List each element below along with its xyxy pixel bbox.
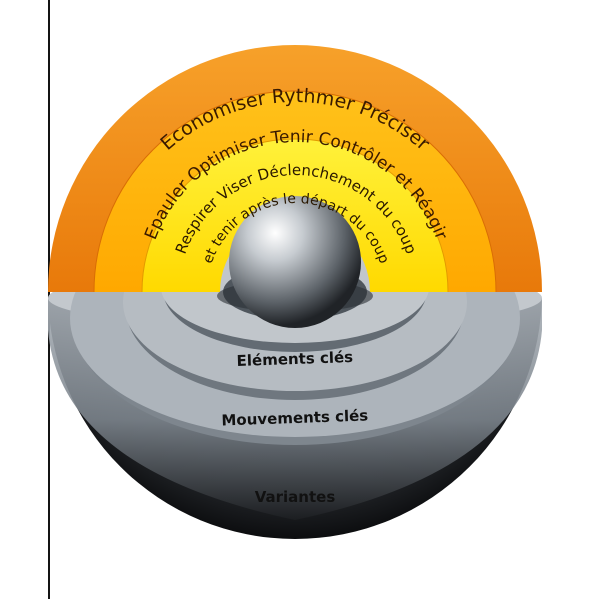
middle-ring: [94, 91, 496, 292]
level-label-mouvements-cles: Mouvements clés: [221, 406, 368, 429]
center-sphere: [217, 196, 373, 328]
level-label-variantes: Variantes: [255, 488, 336, 506]
level-label-elements-cles: Eléments clés: [236, 348, 353, 370]
outer-ring: [48, 45, 542, 292]
middle-ring-item: Tenir: [269, 127, 314, 149]
